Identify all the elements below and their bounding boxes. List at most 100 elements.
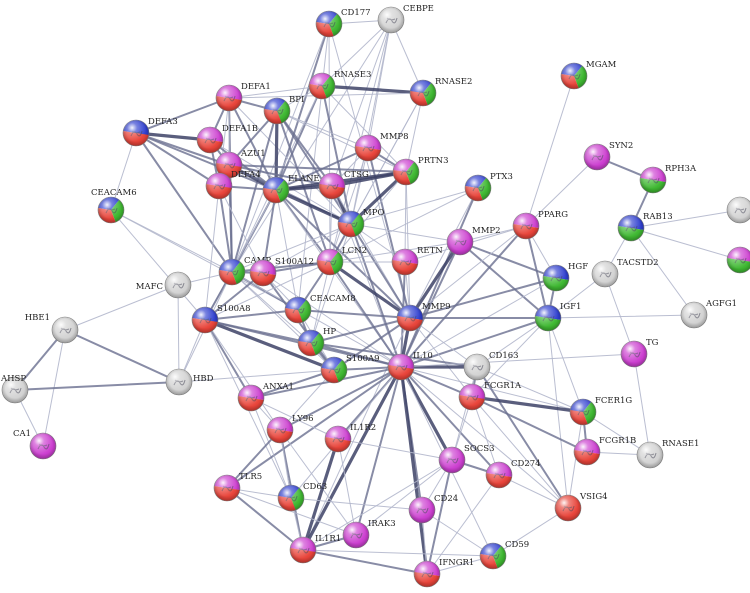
node-defa1b[interactable]: DEFA1B <box>196 124 258 154</box>
node-tlr5[interactable]: TLR5 <box>213 472 262 502</box>
node-gloss <box>285 297 311 323</box>
node-rph3a[interactable]: RPH3A <box>639 164 697 194</box>
node-elane[interactable]: ELANE <box>262 174 320 204</box>
node-retn[interactable]: RETN <box>391 246 443 276</box>
node-pparg[interactable]: PPARG <box>512 210 568 240</box>
node-label: IL1R2 <box>350 423 376 433</box>
node-vsig4[interactable]: VSIG4 <box>554 492 608 522</box>
node-s100a8[interactable]: S100A8 <box>191 304 251 334</box>
node-cd163[interactable]: CD163 <box>463 351 519 381</box>
node-ca1[interactable]: CA1 <box>13 429 57 460</box>
node-label: IL1R1 <box>315 534 341 544</box>
node-bpi[interactable]: BPI <box>263 95 304 125</box>
node-gloss <box>574 439 600 465</box>
node-label: LCN2 <box>342 246 367 256</box>
node-syn2[interactable]: SYN2 <box>583 141 633 171</box>
node-doc2b[interactable]: DOC2B <box>726 244 750 274</box>
node-hbe1[interactable]: HBE1 <box>25 313 79 344</box>
node-tacstd2[interactable]: TACSTD2 <box>591 258 659 288</box>
edge-cd177-camp <box>231 23 330 273</box>
node-ceacam6[interactable]: CEACAM6 <box>91 188 137 224</box>
node-socs3[interactable]: SOCS3 <box>438 444 495 474</box>
node-label: CD59 <box>505 540 529 550</box>
edge-pparg-mgam <box>525 75 575 227</box>
node-cd63[interactable]: CD63 <box>277 482 327 512</box>
node-label: MMP8 <box>380 132 409 142</box>
node-mmp2[interactable]: MMP2 <box>446 226 501 256</box>
node-tg[interactable]: TG <box>620 338 659 368</box>
node-gloss <box>298 330 324 356</box>
node-mafc[interactable]: MAFC <box>136 271 192 299</box>
node-mmp8[interactable]: MMP8 <box>354 132 409 162</box>
node-defa3[interactable]: DEFA3 <box>122 117 178 147</box>
node-rnase2[interactable]: RNASE2 <box>409 77 472 107</box>
edge-fcgr1a-fcgr1b <box>471 396 588 453</box>
node-gloss <box>378 7 404 33</box>
node-label: DEFA1B <box>222 124 258 134</box>
edge-tlr5-irak3 <box>226 487 357 536</box>
node-lcn2[interactable]: LCN2 <box>316 246 367 276</box>
node-gloss <box>309 73 335 99</box>
node-hbd[interactable]: HBD <box>165 368 214 396</box>
node-igf1[interactable]: IGF1 <box>534 302 581 332</box>
edge-il1r2-socs3 <box>337 438 453 461</box>
edge-pparg-il10 <box>400 225 527 368</box>
node-gloss <box>278 485 304 511</box>
node-ahsp[interactable]: AHSP <box>0 374 29 404</box>
node-il1r1[interactable]: IL1R1 <box>289 534 341 564</box>
node-cebpe[interactable]: CEBPE <box>377 4 434 34</box>
node-label: S100A9 <box>346 354 380 364</box>
edge-tlr5-il1r1 <box>226 487 304 551</box>
node-ceacam8[interactable]: CEACAM8 <box>284 294 356 324</box>
edge-fcer1g-vsig4 <box>567 411 584 509</box>
node-hp[interactable]: HP <box>297 327 336 357</box>
node-rnase3[interactable]: RNASE3 <box>308 70 371 100</box>
node-fcgr1b[interactable]: FCGR1B <box>573 436 636 466</box>
node-gloss <box>555 495 581 521</box>
node-gloss <box>216 85 242 111</box>
edge-hbd-s100a9 <box>178 369 335 383</box>
node-ctsg[interactable]: CTSG <box>318 170 369 200</box>
node-mmp9[interactable]: MMP9 <box>396 302 451 332</box>
node-defa4[interactable]: DEFA4 <box>205 170 261 200</box>
node-agfg1[interactable]: AGFG1 <box>680 299 737 329</box>
node-fcgr1a[interactable]: FCGR1A <box>458 381 522 411</box>
node-cd274[interactable]: CD274 <box>485 459 541 489</box>
node-ptx3[interactable]: PTX3 <box>464 172 513 202</box>
node-label: DEFA4 <box>231 170 261 180</box>
edge-lcn2-mmp2 <box>329 241 461 263</box>
node-anxa1[interactable]: ANXA1 <box>237 382 294 412</box>
node-prtn3[interactable]: PRTN3 <box>392 156 449 186</box>
node-irak3[interactable]: IRAK3 <box>342 519 396 549</box>
node-mgam[interactable]: MGAM <box>560 60 617 90</box>
node-hgf[interactable]: HGF <box>542 262 588 292</box>
edge-camp-lcn2 <box>231 261 331 273</box>
node-gloss <box>264 98 290 124</box>
edge-mmp2-hgf <box>459 241 557 279</box>
node-mpo[interactable]: MPO <box>337 208 384 238</box>
node-gloss <box>52 317 78 343</box>
node-label: HGF <box>568 262 588 272</box>
edge-ceacam8-mmp9 <box>297 309 411 319</box>
node-s100a9[interactable]: S100A9 <box>320 354 380 384</box>
node-rab13[interactable]: RAB13 <box>617 212 673 242</box>
node-camp[interactable]: CAMP <box>218 256 271 286</box>
node-label: CD24 <box>434 494 458 504</box>
node-defa1[interactable]: DEFA1 <box>215 82 271 112</box>
node-fcer1g[interactable]: FCER1G <box>569 396 632 426</box>
node-ifngr1[interactable]: IFNGR1 <box>413 558 474 588</box>
edge-hbd-ahsp <box>14 381 180 391</box>
node-gloss <box>535 305 561 331</box>
node-s100a12[interactable]: S100A12 <box>249 257 314 287</box>
node-cd177[interactable]: CD177 <box>315 8 371 38</box>
node-cd59[interactable]: CD59 <box>479 540 529 570</box>
node-il1r2[interactable]: IL1R2 <box>324 423 376 453</box>
edge-cd163-socs3 <box>451 366 478 461</box>
node-cd24[interactable]: CD24 <box>408 494 458 524</box>
node-gloss <box>392 249 418 275</box>
node-rnase1[interactable]: RNASE1 <box>636 439 699 469</box>
node-il10[interactable]: IL10 <box>387 351 433 381</box>
node-ly96[interactable]: LY96 <box>266 414 314 444</box>
node-atp2c2[interactable]: ATP2C2 <box>726 194 750 224</box>
